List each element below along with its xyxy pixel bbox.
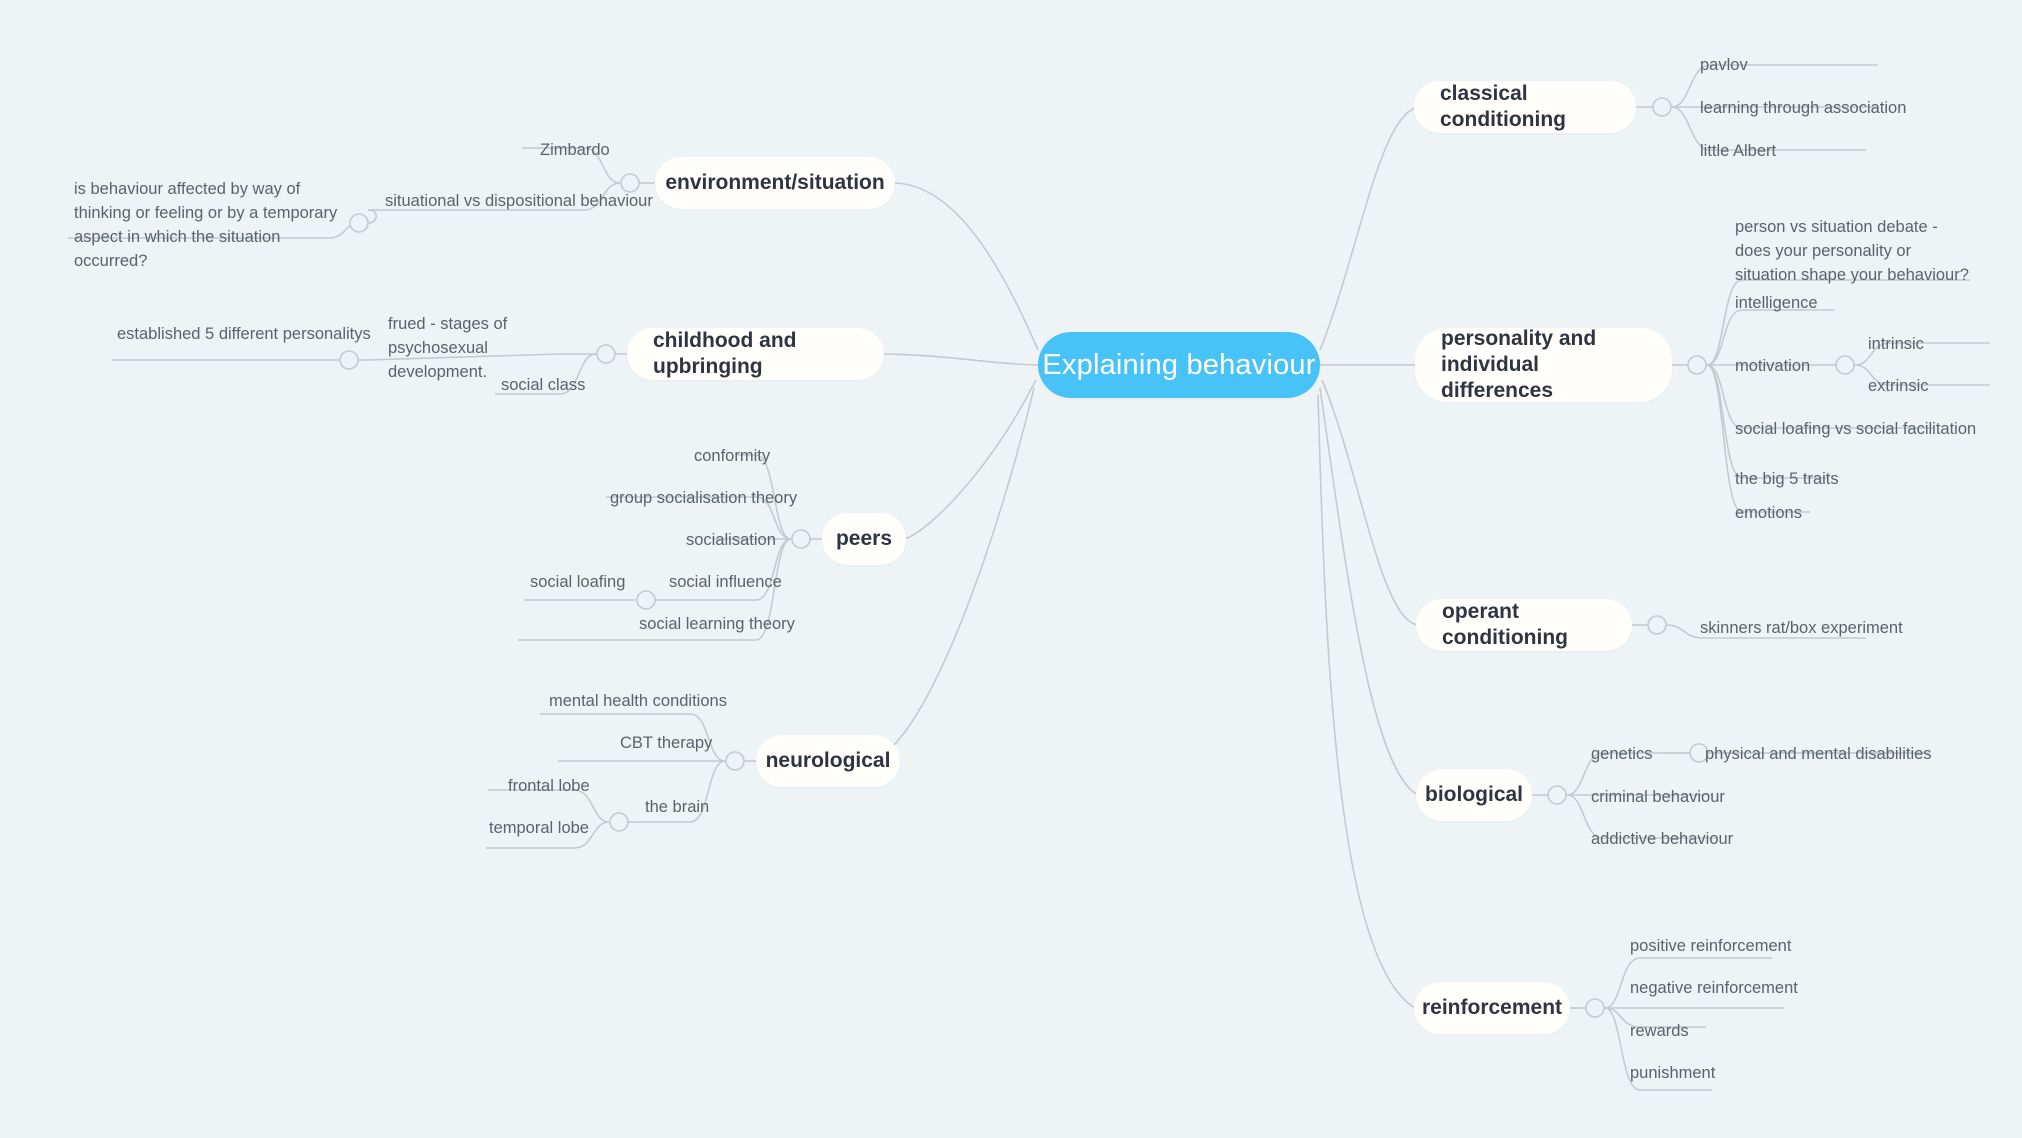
branch-label: operant conditioning [1442,599,1568,649]
leaf-cbt-therapy[interactable]: CBT therapy [620,734,713,752]
branch-operant-conditioning[interactable]: operant conditioning [1416,599,1632,651]
branch-reinforcement[interactable]: reinforcement [1414,982,1570,1034]
leaf-situational-vs-dispositional-behaviour[interactable]: situational vs dispositional behaviour [385,192,653,210]
branch-label: personality and individual differences [1441,326,1597,403]
leaf-extrinsic[interactable]: extrinsic [1868,377,1929,395]
leaf-pavlov[interactable]: pavlov [1700,56,1748,74]
leaf-zimbardo[interactable]: Zimbardo [540,141,610,159]
branch-label: biological [1425,782,1524,806]
branch-personality-and-individual-differences[interactable]: personality and individual differences [1415,326,1672,403]
leaf-learning-through-association[interactable]: learning through association [1700,99,1907,117]
leaf-the-brain[interactable]: the brain [645,798,710,816]
leaf-social-influence[interactable]: social influence [669,573,782,591]
branch-label: neurological [765,748,891,772]
leaf-conformity[interactable]: conformity [694,447,771,465]
branch-label: environment/situation [665,170,885,194]
leaf-emotions[interactable]: emotions [1735,504,1802,522]
leaf-positive-reinforcement[interactable]: positive reinforcement [1630,937,1792,955]
leaf-motivation[interactable]: motivation [1735,357,1811,375]
branch-label: classical conditioning [1440,81,1566,131]
leaf-rewards[interactable]: rewards [1630,1022,1689,1040]
leaf-socialisation[interactable]: socialisation [686,531,776,549]
leaf-social-loafing[interactable]: social loafing [530,573,626,591]
leaf-skinners-rat-box-experiment[interactable]: skinners rat/box experiment [1700,619,1903,637]
branch-label: reinforcement [1421,995,1563,1019]
leaf-social-loafing-vs-social-facilitation[interactable]: social loafing vs social facilitation [1735,420,1977,438]
leaf-is-behaviour-affected-question[interactable]: is behaviour affected by way of thinking… [74,180,338,270]
leaf-established-5-different-personalitys[interactable]: established 5 different personalitys [117,325,371,343]
leaf-addictive-behaviour[interactable]: addictive behaviour [1591,830,1734,848]
leaf-frontal-lobe[interactable]: frontal lobe [508,777,590,795]
leaf-punishment[interactable]: punishment [1630,1064,1716,1082]
branch-neurological[interactable]: neurological [756,735,900,787]
leaf-negative-reinforcement[interactable]: negative reinforcement [1630,979,1798,997]
leaf-group-socialisation-theory[interactable]: group socialisation theory [610,489,798,507]
leaf-person-vs-situation-debate[interactable]: person vs situation debate - does your p… [1735,218,1969,284]
leaf-frued-stages-of-psychosexual-development[interactable]: frued - stages of psychosexual developme… [388,315,508,381]
branch-biological[interactable]: biological [1416,769,1532,821]
leaf-mental-health-conditions[interactable]: mental health conditions [549,692,727,710]
branch-environment-situation[interactable]: environment/situation [655,157,895,209]
root-label: Explaining behaviour [1042,348,1316,381]
leaf-physical-and-mental-disabilities[interactable]: physical and mental disabilities [1705,745,1932,763]
branch-label: childhood and upbringing [653,328,797,378]
root-node[interactable]: Explaining behaviour [1038,332,1320,398]
leaf-social-learning-theory[interactable]: social learning theory [639,615,795,633]
leaf-criminal-behaviour[interactable]: criminal behaviour [1591,788,1725,806]
leaf-genetics[interactable]: genetics [1591,745,1653,763]
leaf-little-albert[interactable]: little Albert [1700,142,1777,160]
leaf-social-class[interactable]: social class [501,376,586,394]
leaf-the-big-5-traits[interactable]: the big 5 traits [1735,470,1839,488]
leaf-intelligence[interactable]: intelligence [1735,294,1818,312]
leaf-intrinsic[interactable]: intrinsic [1868,335,1924,353]
branch-classical-conditioning[interactable]: classical conditioning [1414,81,1636,133]
branch-label: peers [835,526,893,550]
leaf-temporal-lobe[interactable]: temporal lobe [489,819,589,837]
branch-childhood-and-upbringing[interactable]: childhood and upbringing [627,328,884,380]
branch-peers[interactable]: peers [822,513,906,565]
